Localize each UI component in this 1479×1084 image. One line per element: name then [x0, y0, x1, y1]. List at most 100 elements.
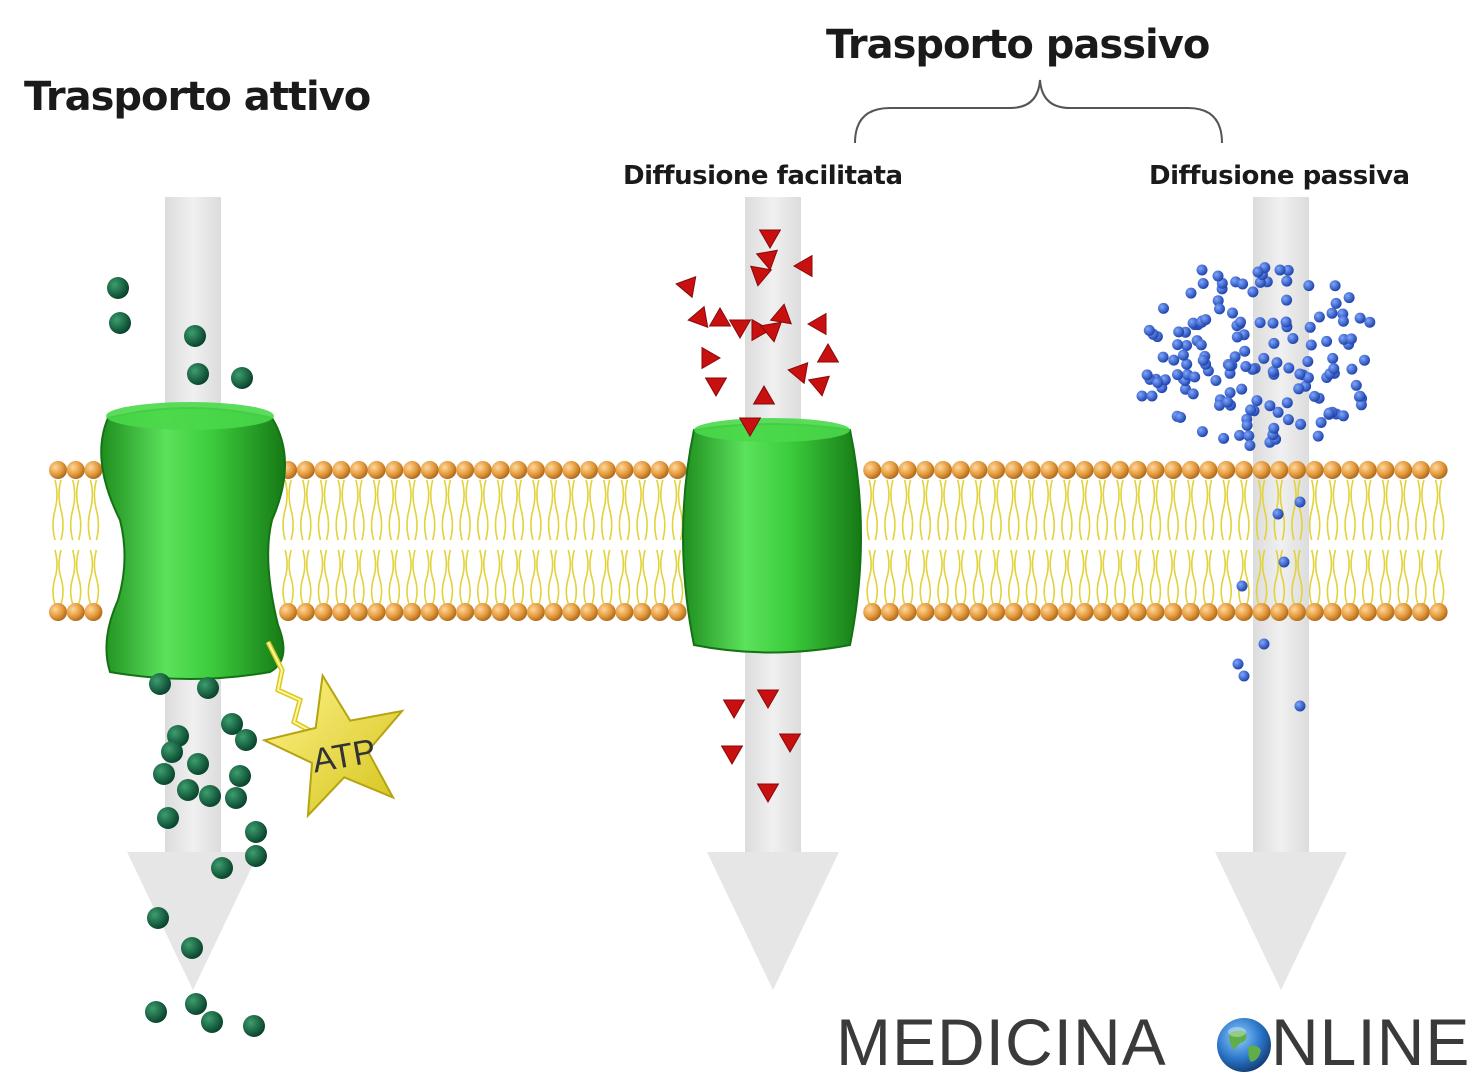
lipid-tail [483, 479, 489, 541]
active-molecule [231, 367, 253, 389]
passive-molecule [1231, 331, 1243, 343]
lipid-head [456, 603, 475, 621]
lipid-tail [300, 479, 306, 541]
lipid-head [1376, 461, 1395, 479]
lipid-head [1217, 461, 1236, 479]
facilitated-molecule [708, 307, 732, 327]
lipid-tail [1120, 549, 1126, 605]
passive-molecule [1177, 349, 1189, 361]
lipid-tail [459, 479, 465, 541]
lipid-tail [943, 479, 949, 541]
active-molecule [245, 845, 267, 867]
lipid-tail [1415, 479, 1421, 541]
lipid-tail [93, 549, 100, 605]
facilitated-molecule [751, 318, 771, 342]
lipid-tail [1326, 549, 1333, 605]
facilitated-molecule [778, 733, 802, 753]
lipid-head [473, 603, 492, 621]
lipid-head [509, 461, 528, 479]
lipid-head [934, 461, 952, 479]
lipid-head [1234, 603, 1253, 621]
lipid-tail [654, 479, 660, 541]
lipid-tail [1208, 549, 1215, 605]
lipid-head [1057, 603, 1076, 621]
lipid-head [544, 461, 563, 479]
lipid-tail [1291, 549, 1297, 605]
facilitated-molecule [807, 375, 830, 397]
lipid-tail [75, 549, 82, 605]
lipid-tail [618, 549, 625, 605]
lipid-head [367, 461, 386, 479]
lipid-head [1093, 603, 1112, 621]
lipid-tail [1244, 479, 1250, 541]
lipid-head [491, 461, 510, 479]
lipid-head [1217, 603, 1236, 621]
active-molecule [107, 277, 129, 299]
lipid-tail [1014, 479, 1020, 541]
lipid-tail [1403, 549, 1409, 605]
active-molecule [225, 787, 247, 809]
lipid-tail [907, 479, 914, 541]
passive-molecule [1254, 317, 1266, 329]
passive-molecule [1313, 311, 1325, 323]
lipid-tail [1314, 479, 1321, 541]
passive-molecule [1280, 316, 1292, 328]
lipid-tail [1202, 549, 1209, 605]
lipid-head [385, 461, 404, 479]
lipid-tail [536, 479, 542, 541]
lipid-tail [1102, 479, 1109, 541]
lipid-tail [370, 479, 377, 541]
lipid-tail [571, 549, 578, 605]
facilitated-molecule [755, 249, 778, 271]
lipid-tail [925, 549, 932, 605]
passive-molecule [1302, 372, 1314, 384]
lipid-tail [660, 549, 666, 605]
lipid-tail [589, 549, 595, 605]
lipid-tail [1332, 549, 1339, 605]
passive-molecule [1187, 388, 1199, 400]
lipid-tail [618, 479, 625, 541]
lipid-head [597, 603, 616, 621]
passive-molecule [1343, 292, 1355, 304]
lipid-tail [1043, 549, 1049, 605]
passive-molecule [1294, 700, 1306, 712]
passive-molecule [1312, 430, 1324, 442]
lipid-tail [671, 479, 678, 541]
lipid-head [863, 461, 882, 479]
lipid-head [1305, 603, 1324, 621]
lipid-head [1234, 461, 1253, 479]
lipid-tail [954, 479, 961, 541]
passive-molecule [1294, 368, 1306, 380]
lipid-tail [376, 479, 383, 541]
facilitated-molecule [759, 321, 782, 343]
lipid-tail [1261, 549, 1268, 605]
lipid-head [1181, 461, 1200, 479]
passive-molecule [1200, 314, 1212, 326]
lipid-head [969, 603, 988, 621]
lipid-tail [1149, 479, 1156, 541]
active-molecule [109, 312, 131, 334]
lipid-tail [1403, 479, 1409, 541]
passive-molecule [1258, 352, 1270, 364]
lipid-tail [530, 549, 536, 605]
lipid-tail [1279, 479, 1286, 541]
watermark-text-online: NLINE [1271, 1005, 1471, 1079]
lipid-head [1252, 603, 1271, 621]
active-transport-title: Trasporto attivo [24, 74, 371, 120]
globe-icon [1217, 1018, 1271, 1072]
lipid-tail [636, 479, 642, 541]
lipid-head [509, 603, 528, 621]
passive-molecule [1274, 264, 1286, 276]
lipid-tail [1167, 479, 1173, 541]
watermark-text-medicina: MEDICINA [836, 1005, 1167, 1079]
lipid-tail [1049, 479, 1055, 541]
passive-molecule [1136, 390, 1148, 402]
active-molecule [245, 821, 267, 843]
lipid-tail [1397, 549, 1403, 605]
lipid-tail [530, 479, 536, 541]
lipid-tail [1255, 479, 1262, 541]
lipid-tail [1114, 479, 1120, 541]
lipid-tail [1120, 479, 1126, 541]
lipid-tail [642, 549, 648, 605]
